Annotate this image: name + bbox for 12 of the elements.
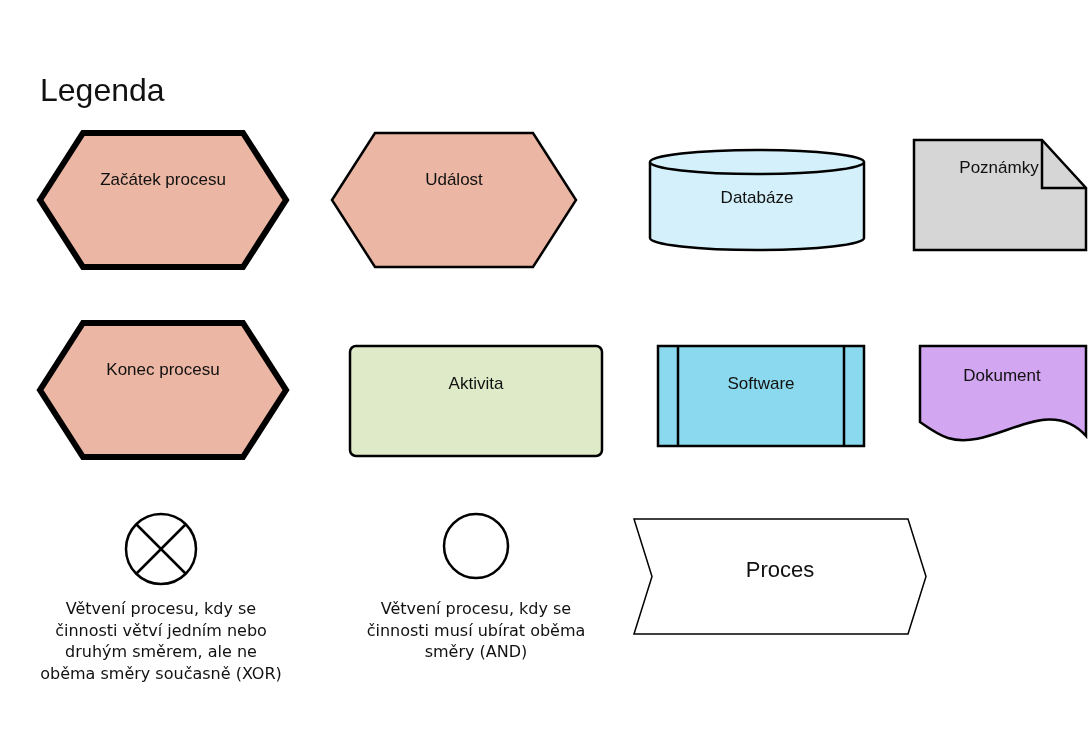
description-text: Větvení procesu, kdy se činnosti větví jedním nebo druhým směrem, ale ne oběma směry současně (XOR) <box>40 598 282 685</box>
shape-label: Software <box>726 374 796 394</box>
shape-label: Databáze <box>719 188 795 208</box>
legend-title: Legenda <box>40 72 165 109</box>
shape-label: Aktivita <box>447 374 505 394</box>
shape-label: Událost <box>424 170 484 190</box>
description-text: Větvení procesu, kdy se činnosti musí ubírat oběma směry (AND) <box>365 598 587 663</box>
shape-label: Začátek procesu <box>99 170 227 190</box>
shape-label: Proces <box>744 557 816 583</box>
shape-label: Poznámky <box>958 158 1040 178</box>
shape-label: Dokument <box>962 366 1042 386</box>
shape-label: Konec procesu <box>105 360 221 380</box>
